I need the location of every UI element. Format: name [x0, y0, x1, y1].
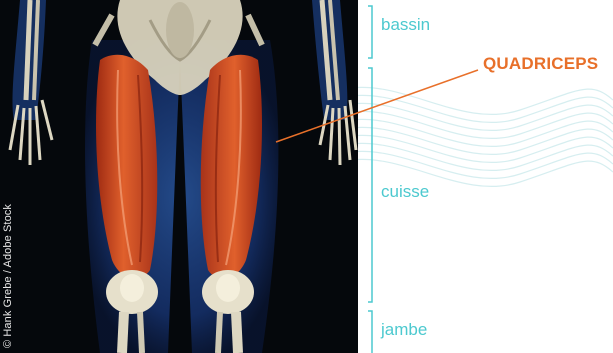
bracket-bassin — [368, 6, 372, 58]
bracket-jambe — [368, 311, 372, 353]
quadriceps-anatomy-illustration — [0, 0, 358, 353]
label-quadriceps: QUADRICEPS — [483, 54, 598, 74]
label-jambe: jambe — [381, 320, 427, 340]
label-cuisse: cuisse — [381, 182, 429, 202]
label-bassin: bassin — [381, 15, 430, 35]
photo-credit: © Hank Grebe / Adobe Stock — [2, 204, 14, 348]
